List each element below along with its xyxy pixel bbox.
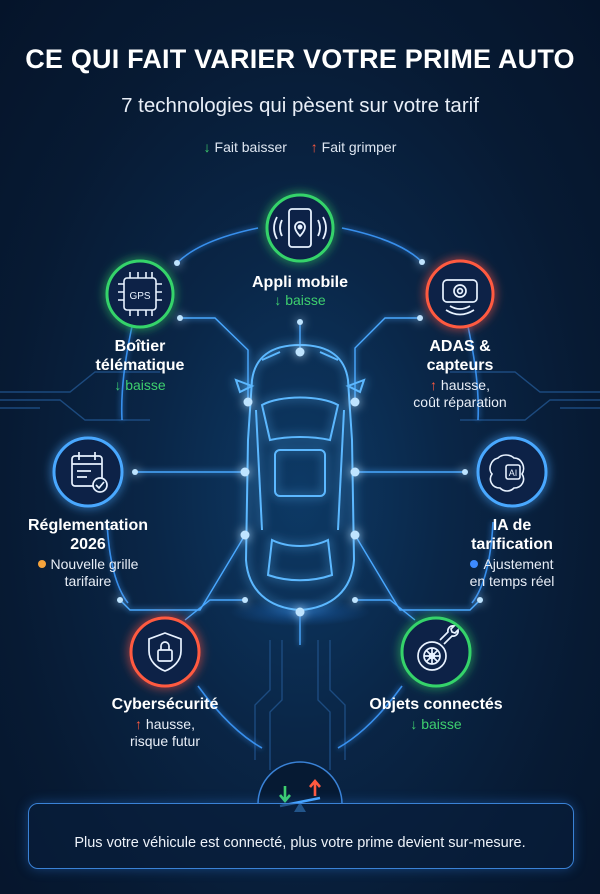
node-appli-mobile: Appli mobile ↓ baisse [200,273,400,309]
ring-cyber [129,616,201,688]
page-subtitle: 7 technologies qui pèsent sur votre tari… [121,94,479,117]
car-outline [234,343,366,612]
connection-arcs [106,227,494,749]
camera-sensor-icon [442,279,478,316]
footer-text: Plus votre véhicule est connecté, plus v… [74,835,526,851]
tire-wrench-icon [417,625,459,671]
smartphone-icon [273,208,327,248]
shield-lock-icon [148,632,182,672]
node-adas-capteurs: ADAS & capteurs ↑ hausse, coût réparatio… [380,337,540,411]
node-effect-1: ↑ hausse, [380,377,540,394]
node-title: Appli mobile [252,274,348,291]
blue-dot-icon [470,560,479,569]
node-effect-1: Nouvelle grille [18,556,158,573]
effect-label: hausse, [145,716,195,732]
ai-chip-label: AI [509,468,518,478]
page-title: CE QUI FAIT VARIER VOTRE PRIME AUTO [25,44,575,74]
node-title: Cybersécurité [111,696,219,713]
effect-label: Nouvelle grille [50,556,139,572]
node-effect: ↓ baisse [70,377,210,394]
arrow-down-icon: ↓ [114,377,122,393]
node-effect: ↓ baisse [356,716,516,733]
ring-ia [476,436,548,508]
legend-down-label: Fait baisser [214,139,287,155]
arrow-up-icon: ↑ [135,716,143,732]
node-effect-2: risque futur [129,733,201,749]
node-effect: ↓ baisse [200,292,400,309]
arrow-up-icon: ↑ [310,139,318,155]
effect-label: baisse [421,716,462,732]
gps-chip-label: GPS [129,291,150,302]
calendar-check-icon [71,452,108,493]
ring-boitier [105,259,175,329]
effect-label: baisse [125,377,166,393]
node-title: Objets connectés [369,696,503,713]
node-objets-connectes: Objets connectés ↓ baisse [356,695,516,733]
arrow-down-icon: ↓ [203,139,211,155]
node-title-2: capteurs [426,357,494,374]
node-boitier-telematique: Boîtier télématique ↓ baisse [70,337,210,394]
effect-label: hausse, [440,377,490,393]
connector-lines [119,317,481,645]
arrow-up-icon: ↑ [430,377,438,393]
circuit-traces [0,371,600,770]
node-cybersecurite: Cybersécurité ↑ hausse, risque futur [95,695,235,750]
ai-brain-icon [489,454,525,492]
ring-reglementation [52,436,124,508]
legend: ↓ Fait baisser ↑ Fait grimper [0,139,600,155]
node-title-1: Réglementation [27,517,148,534]
node-title-1: Boîtier [114,338,166,355]
node-effect-2: tarifaire [64,573,112,589]
node-title-2: 2026 [70,536,106,553]
node-reglementation-2026: Réglementation 2026 Nouvelle grille tari… [18,516,158,590]
node-title-2: tarification [471,536,553,553]
car-node-dots [117,259,483,617]
node-title-1: IA de [492,517,532,534]
node-title-1: ADAS & [429,338,491,355]
legend-up: ↑ Fait grimper [311,139,397,155]
effect-label: baisse [285,292,326,308]
node-effect-1: ↑ hausse, [95,716,235,733]
node-title-2: télématique [95,357,185,374]
footer-box [28,803,574,869]
node-effect-1: Ajustement [442,556,582,573]
legend-up-label: Fait grimper [321,139,397,155]
effect-label: Ajustement [483,556,554,572]
gps-chip-icon [118,272,162,316]
orange-dot-icon [37,560,46,569]
arrow-down-icon: ↓ [274,292,282,308]
legend-down: ↓ Fait baisser [204,139,287,155]
node-effect-2: coût réparation [413,394,507,410]
arrow-down-icon: ↓ [410,716,418,732]
node-effect-2: en temps réel [469,573,555,589]
node-ia-tarification: IA de tarification Ajustement en temps r… [442,516,582,590]
